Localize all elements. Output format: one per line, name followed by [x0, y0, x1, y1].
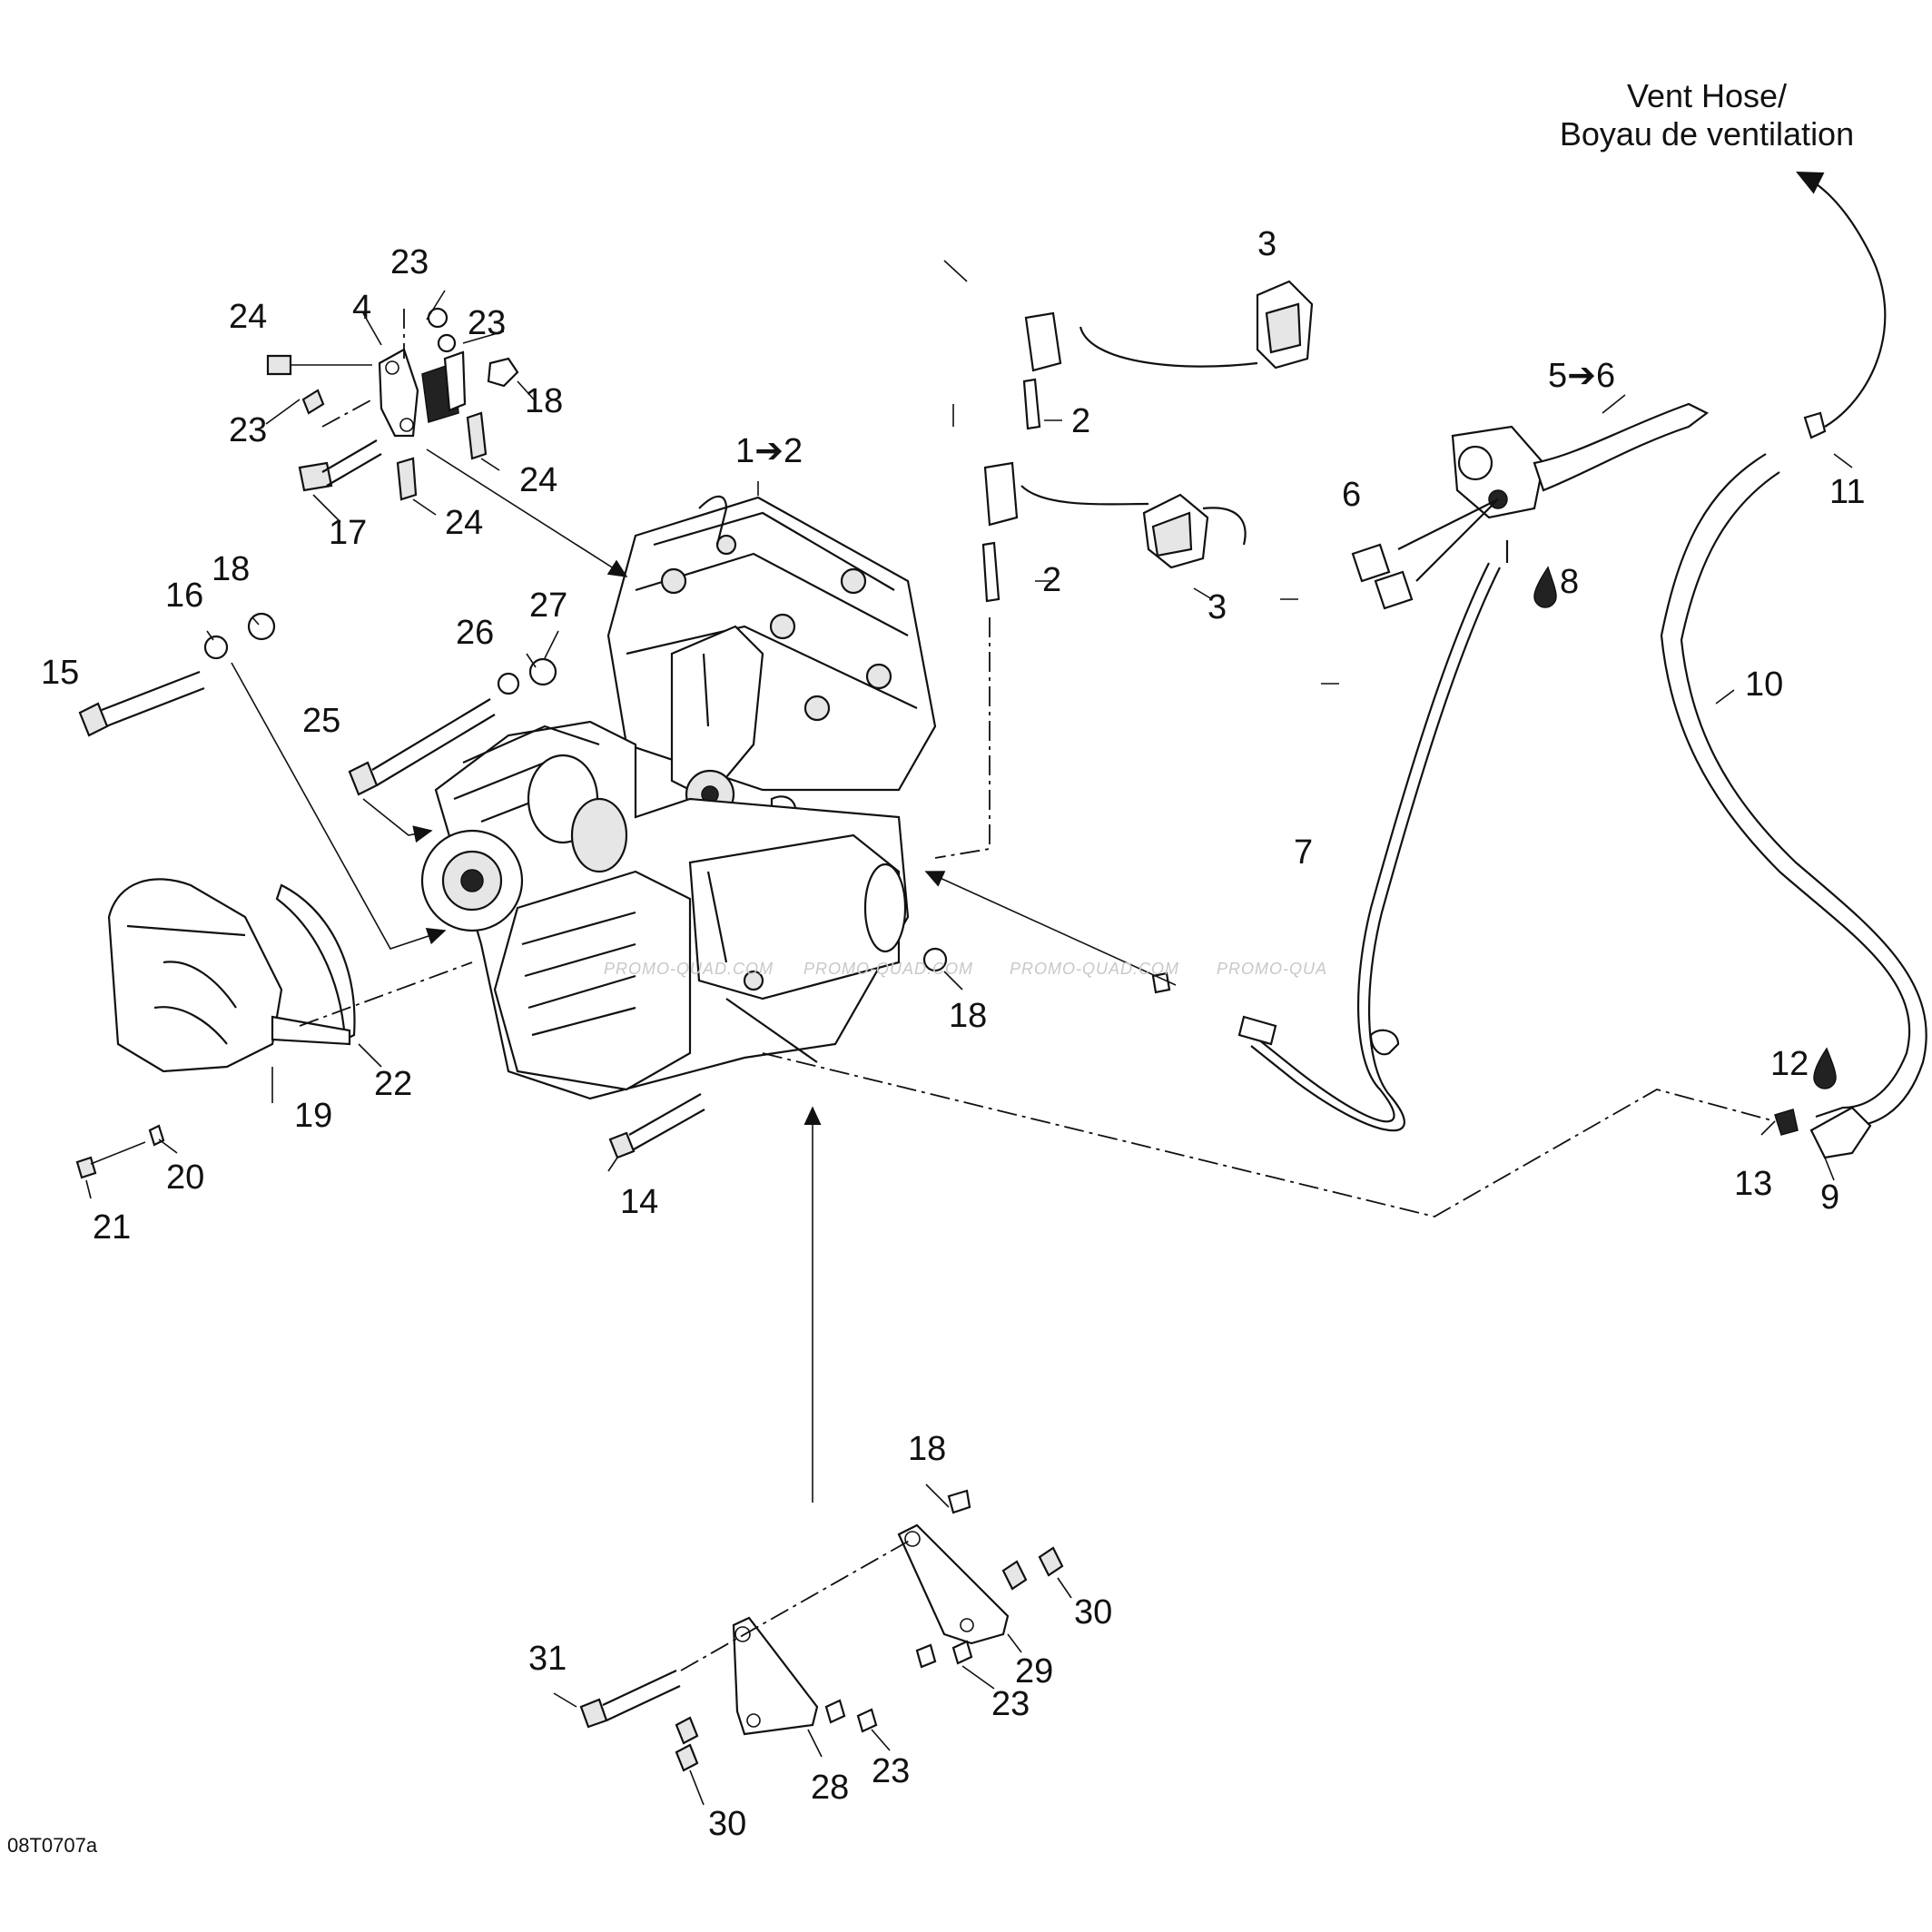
part-label: 13: [1734, 1165, 1773, 1203]
part-label: 28: [811, 1769, 850, 1807]
part-label: 30: [708, 1805, 747, 1843]
watermark-2: PROMO-QUAD.COM: [803, 960, 973, 978]
part-label: 24: [519, 461, 558, 499]
part-label: 24: [445, 504, 484, 542]
part-label: 16: [165, 577, 204, 615]
part-label: 29: [1015, 1652, 1054, 1690]
part-label: 3: [1208, 588, 1227, 626]
part-label: 8: [1560, 563, 1580, 601]
ignition-coils: [934, 280, 1314, 859]
watermark-4: PROMO-QUA: [1217, 960, 1328, 978]
oil-drop-icon-12: [1813, 1047, 1837, 1089]
part-label: 11: [1829, 473, 1866, 511]
part-label: 5➔6: [1548, 357, 1616, 395]
callout-line-fr: Boyau de ventilation: [1559, 115, 1855, 153]
part-label: 3: [1257, 225, 1277, 263]
part-label: 24: [229, 298, 268, 336]
part-label: 9: [1820, 1178, 1840, 1217]
part-label: 23: [991, 1685, 1030, 1723]
leader-lines: [85, 260, 1853, 1806]
part-label: 2: [1042, 561, 1062, 599]
part-label: 18: [949, 997, 988, 1035]
part-label: 20: [166, 1158, 205, 1197]
throttle-cable: [1151, 562, 1501, 1132]
part-label: 18: [212, 550, 251, 588]
watermark-3: PROMO-QUAD.COM: [1010, 960, 1179, 978]
vent-hose: [1660, 172, 1927, 1159]
part-label: 10: [1745, 665, 1784, 704]
part-label: 18: [525, 382, 564, 420]
left-fasteners: [78, 612, 557, 796]
part-label: 14: [620, 1183, 659, 1221]
part-label: 26: [456, 614, 495, 652]
lever-assembly: [1351, 402, 1710, 610]
part-label: 23: [390, 243, 429, 281]
callout-line-en: Vent Hose/: [1626, 77, 1788, 114]
part-label: 22: [374, 1065, 413, 1103]
part-label: 1➔2: [735, 432, 803, 470]
part-label: 25: [302, 702, 341, 740]
part-label: 18: [908, 1430, 947, 1468]
part-label: 4: [352, 289, 372, 327]
oil-drop-icon-8: [1533, 566, 1557, 608]
part-label: 7: [1294, 833, 1314, 872]
watermark-1: PROMO-QUAD.COM: [604, 960, 774, 978]
drawing-code: 08T0707a: [7, 1834, 98, 1857]
part-label: 15: [41, 654, 80, 692]
engine-block: [420, 495, 937, 1100]
part-label: 31: [528, 1640, 567, 1678]
part-label: 2: [1071, 402, 1091, 440]
part-label: 23: [229, 411, 268, 449]
vent-hose-callout: Vent Hose/ Boyau de ventilation: [1512, 77, 1902, 153]
part-label: 23: [468, 304, 507, 342]
sprocket-cover: [75, 878, 356, 1179]
part-label: 23: [872, 1752, 911, 1790]
part-label: 30: [1074, 1593, 1113, 1631]
part-label: 12: [1770, 1045, 1809, 1083]
upper-engine-bracket: [266, 307, 519, 501]
part-label: 21: [93, 1208, 132, 1247]
lower-engine-brackets: [579, 1489, 1064, 1772]
part-label: 19: [294, 1097, 333, 1135]
part-label: 17: [329, 514, 368, 552]
part-label: 6: [1342, 476, 1362, 514]
part-label: 27: [529, 586, 568, 625]
